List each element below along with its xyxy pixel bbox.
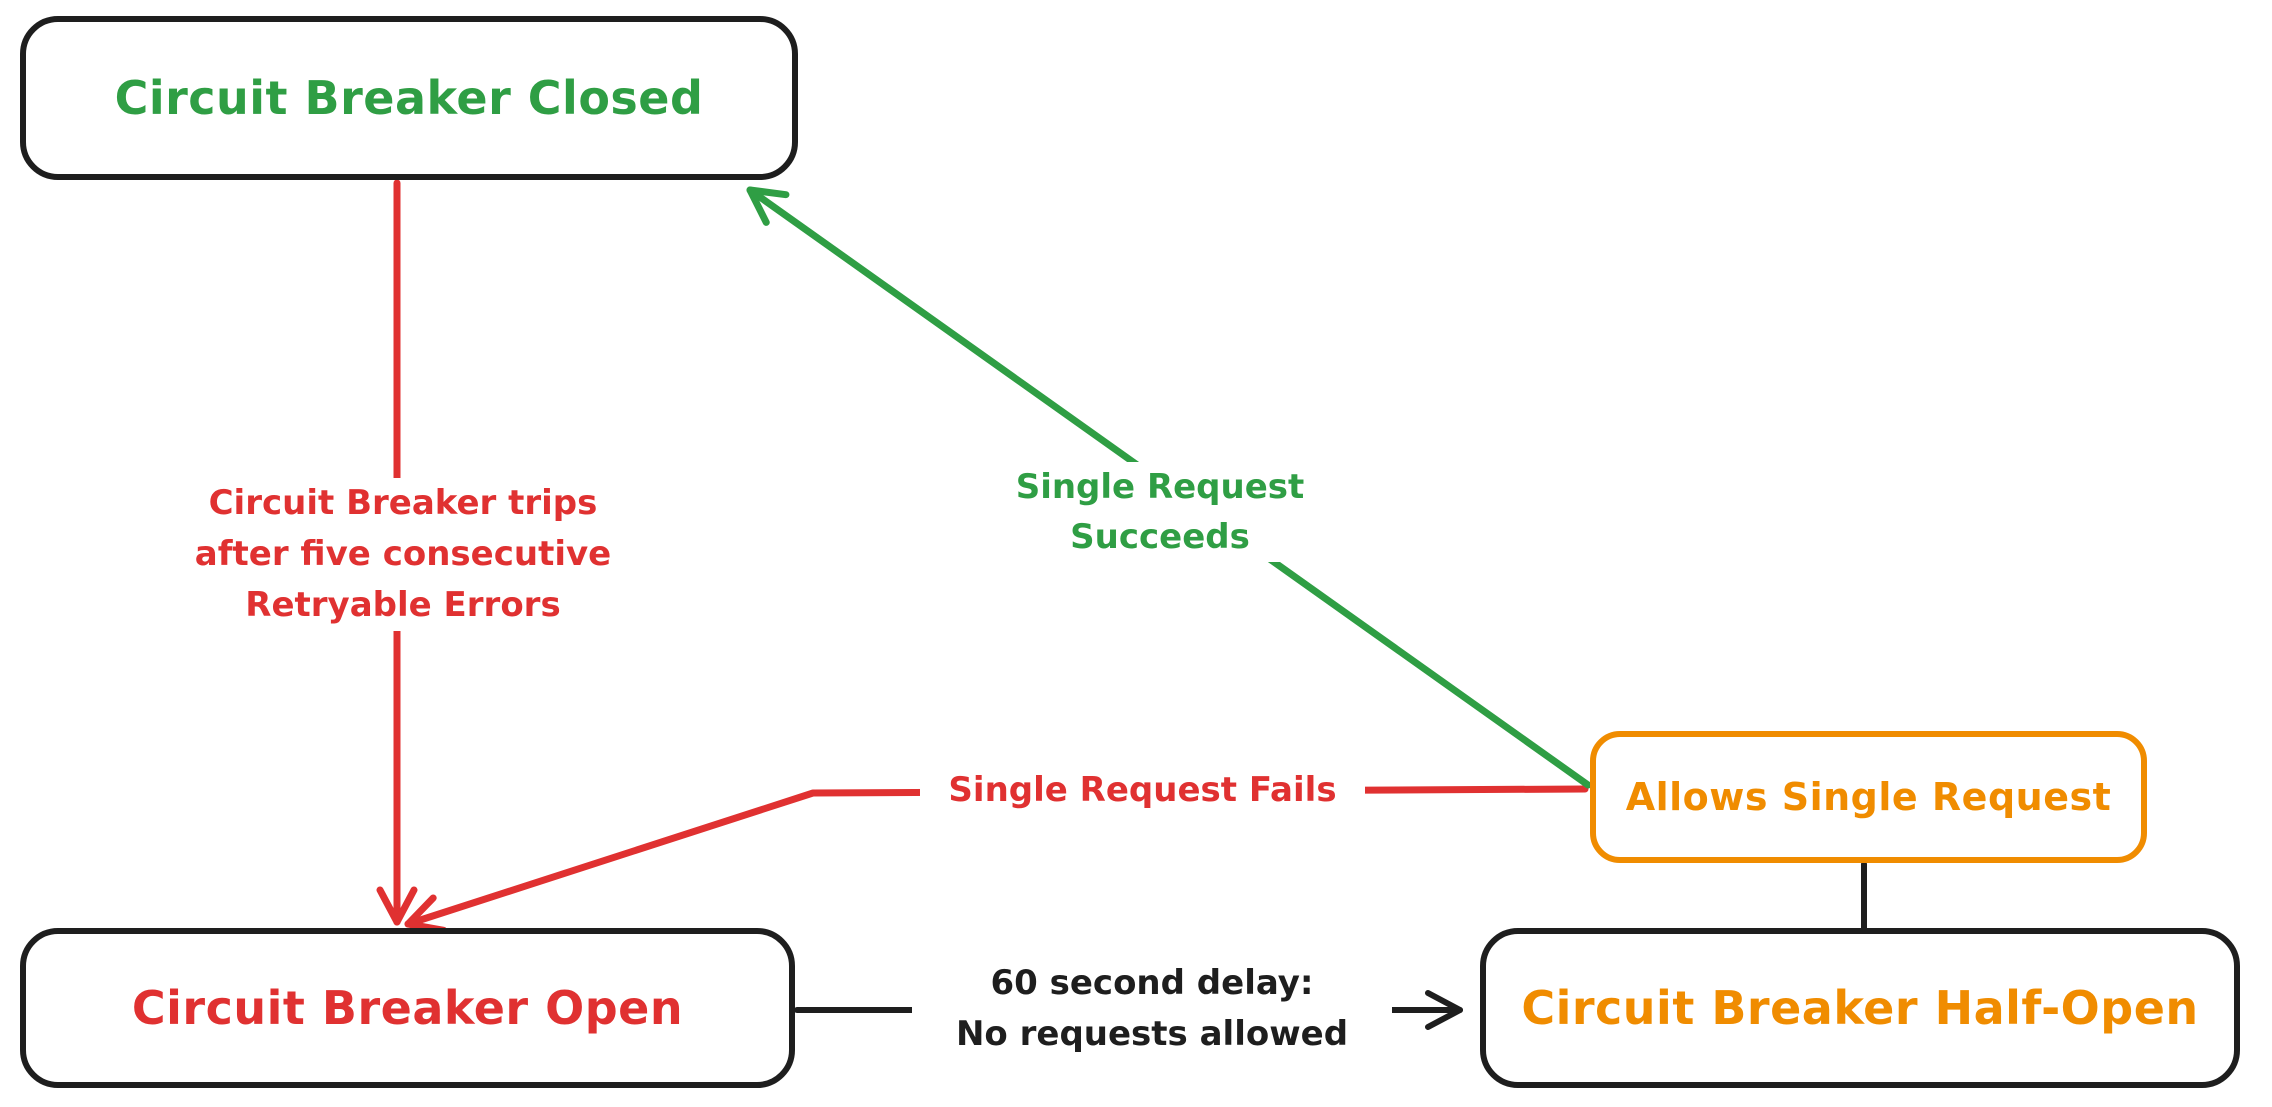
node-allows-single-request-label: Allows Single Request xyxy=(1625,775,2112,819)
edge-label-delay-line-1: 60 second delay: xyxy=(990,963,1314,1003)
node-circuit-breaker-half-open-label: Circuit Breaker Half-Open xyxy=(1521,981,2199,1035)
edge-label-trip-line-2: after five consecutive xyxy=(194,534,612,574)
edge-label-trip: Circuit Breaker trips after five consecu… xyxy=(178,478,628,631)
node-allows-single-request: Allows Single Request xyxy=(1590,731,2147,863)
node-circuit-breaker-open-label: Circuit Breaker Open xyxy=(131,981,684,1035)
edge-label-trip-line-1: Circuit Breaker trips xyxy=(208,483,598,523)
edge-label-single-request-succeeds-text: Single Request Succeeds xyxy=(1015,467,1305,557)
node-circuit-breaker-closed-label: Circuit Breaker Closed xyxy=(114,71,704,125)
edge-label-delay-line-2: No requests allowed xyxy=(955,1014,1349,1054)
edge-label-single-request-fails-text: Single Request Fails xyxy=(948,770,1337,810)
node-circuit-breaker-half-open: Circuit Breaker Half-Open xyxy=(1480,928,2240,1088)
edge-label-delay: 60 second delay: No requests allowed xyxy=(912,958,1392,1060)
node-circuit-breaker-closed: Circuit Breaker Closed xyxy=(20,16,798,180)
edge-label-single-request-fails: Single Request Fails xyxy=(920,766,1365,814)
edge-label-single-request-succeeds: Single Request Succeeds xyxy=(915,462,1405,562)
edge-label-trip-line-3: Retryable Errors xyxy=(245,585,561,625)
node-circuit-breaker-open: Circuit Breaker Open xyxy=(20,928,795,1088)
